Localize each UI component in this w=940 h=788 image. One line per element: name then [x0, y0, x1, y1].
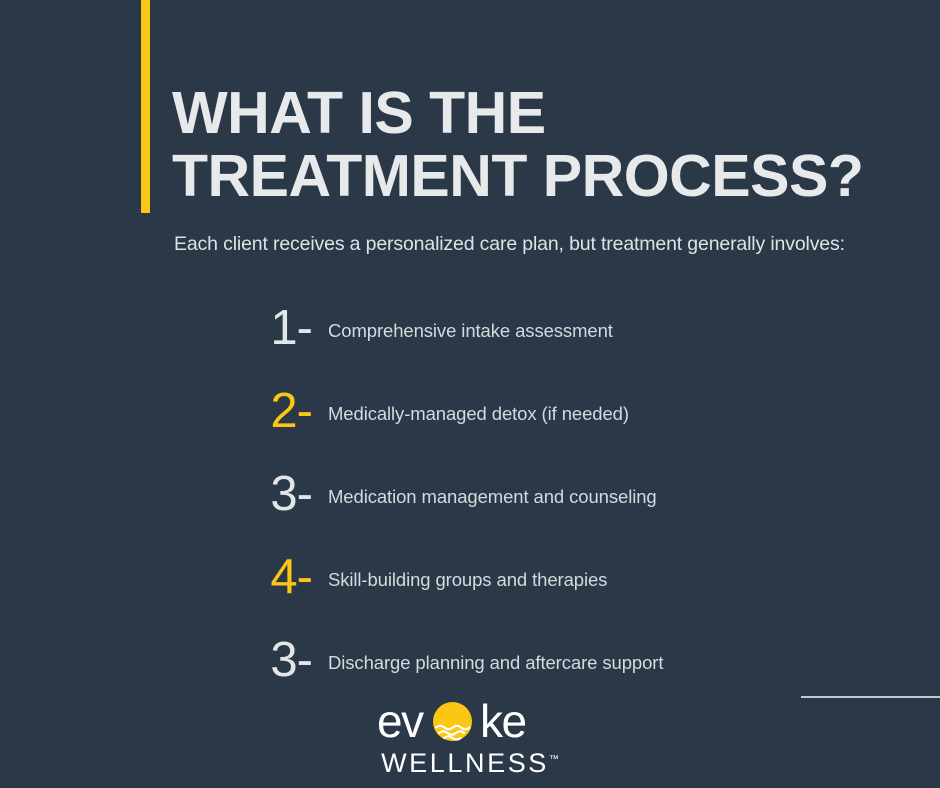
page-title: WHAT IS THE TREATMENT PROCESS?	[172, 82, 912, 208]
list-item: 3- Discharge planning and aftercare supp…	[0, 632, 940, 715]
headline-line-2: TREATMENT PROCESS?	[172, 143, 864, 209]
list-item: 3- Medication management and counseling	[0, 466, 940, 549]
sun-over-waves-icon	[433, 702, 472, 741]
brand-logo: ev ke WELLNESS™	[0, 698, 940, 778]
yellow-accent-bar	[141, 0, 150, 213]
logo-word-right: ke	[480, 695, 527, 747]
logo-wordmark: ev ke	[375, 698, 565, 744]
list-item: 4- Skill-building groups and therapies	[0, 549, 940, 632]
step-number: 2-	[270, 384, 313, 438]
step-label: Discharge planning and aftercare support	[328, 652, 664, 673]
process-step-list: 1- Comprehensive intake assessment 2- Me…	[0, 300, 940, 715]
step-number: 1-	[270, 301, 313, 355]
step-label: Comprehensive intake assessment	[328, 320, 613, 341]
step-label: Skill-building groups and therapies	[328, 569, 608, 590]
list-item: 1- Comprehensive intake assessment	[0, 300, 940, 383]
logo-tagline-text: WELLNESS	[381, 748, 549, 778]
step-label: Medication management and counseling	[328, 486, 657, 507]
headline-line-1: WHAT IS THE	[172, 80, 546, 146]
corner-divider-line	[801, 696, 940, 698]
step-number: 4-	[270, 550, 313, 604]
trademark-symbol: ™	[548, 754, 559, 765]
step-label: Medically-managed detox (if needed)	[328, 403, 629, 424]
list-item: 2- Medically-managed detox (if needed)	[0, 383, 940, 466]
subtitle-text: Each client receives a personalized care…	[174, 233, 845, 255]
step-number: 3-	[270, 467, 313, 521]
logo-tagline: WELLNESS™	[375, 745, 565, 778]
step-number: 3-	[270, 633, 313, 687]
logo-inner: ev ke WELLNESS™	[375, 698, 565, 778]
logo-word-left: ev	[377, 695, 424, 747]
